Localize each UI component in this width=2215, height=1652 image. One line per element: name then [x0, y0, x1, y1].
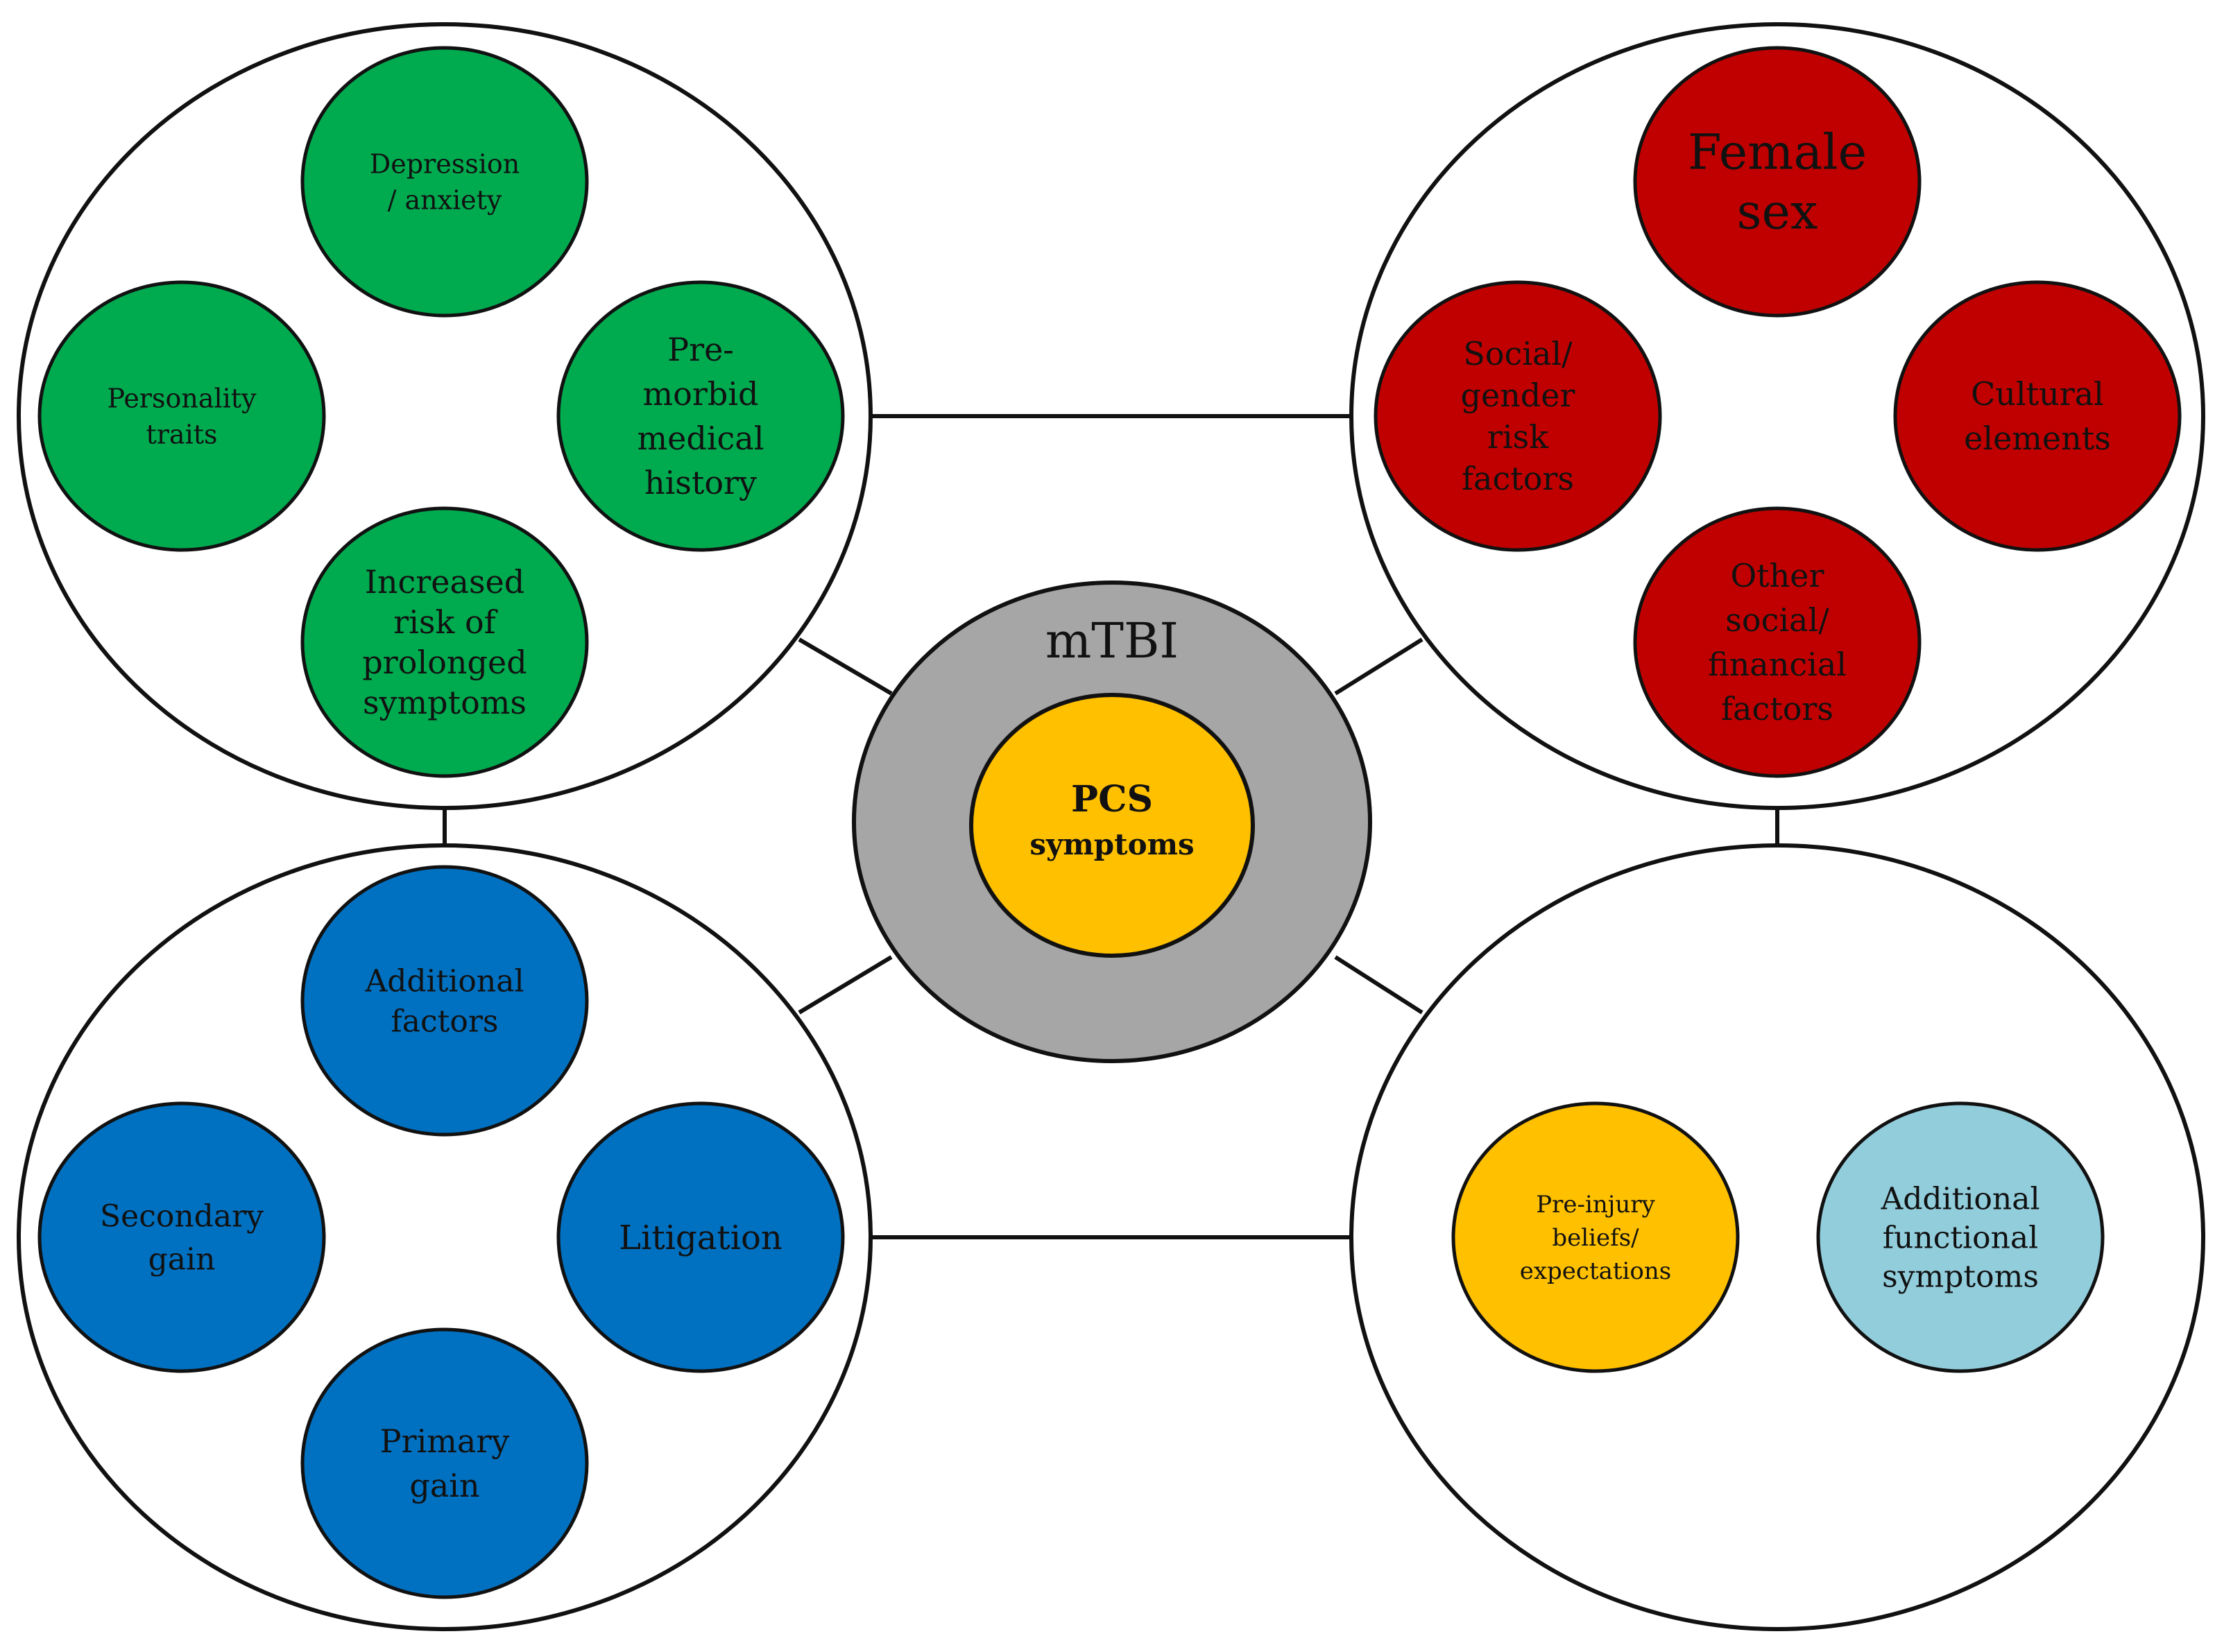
factor-label-line: Secondary — [100, 1198, 264, 1234]
factor-label-line: symptoms — [1882, 1259, 2039, 1294]
factor-primary-gain: Primary gain — [300, 1327, 589, 1599]
factor-label-line: Social/ — [1463, 335, 1573, 372]
factor-label-line: financial — [1708, 646, 1847, 683]
connector-lines — [443, 414, 1779, 1239]
mtbi-label: mTBI — [1045, 612, 1179, 669]
factor-label-line: beliefs/ — [1552, 1224, 1639, 1252]
group-containers — [17, 22, 2205, 1631]
factor-label-line: Additional — [1880, 1181, 2039, 1216]
factor-label-line: factors — [391, 1004, 499, 1039]
pcs-inner-circle — [969, 693, 1255, 958]
connector-tl-center — [798, 637, 893, 696]
factor-circle — [1893, 280, 2182, 552]
factor-additional-factors: Additional factors — [300, 865, 589, 1137]
factor-circle — [37, 1101, 326, 1373]
factor-label-line: Pre-injury — [1536, 1191, 1655, 1219]
group-top-right — [1349, 22, 2205, 810]
group-bottom-left — [17, 843, 873, 1631]
factor-circle — [1374, 280, 1662, 552]
factor-label-line: Additional — [364, 963, 524, 999]
factor-label-line: expectations — [1520, 1257, 1672, 1285]
factor-circle — [300, 46, 589, 318]
factor-circle — [300, 1327, 589, 1599]
factor-label-line: factors — [1462, 460, 1574, 497]
factor-label-line: factors — [1721, 690, 1833, 728]
factor-label-line: traits — [146, 419, 217, 449]
factor-label-line: medical — [638, 420, 764, 457]
factor-label-line: morbid — [643, 375, 759, 413]
factor-label-line: Pre- — [667, 331, 734, 368]
factor-label-line: symptoms — [363, 684, 527, 721]
factor-circle — [300, 865, 589, 1137]
group-bottom-right — [1349, 843, 2205, 1631]
factor-circle — [1816, 1101, 2105, 1373]
factor-other-social-financial: Other social/financial factors — [1633, 506, 1922, 778]
factor-pre-injury-beliefs: Pre-injury beliefs/expectations — [1451, 1101, 1740, 1373]
factor-premorbid-medical-history: Pre-morbid medical history — [556, 280, 845, 552]
factor-label-line: Increased — [365, 563, 524, 601]
connector-tr-center — [1334, 637, 1423, 696]
factor-label-line: risk of — [393, 603, 497, 641]
factor-additional-functional: Additional functional symptoms — [1816, 1101, 2105, 1373]
factor-label-line: Other — [1730, 557, 1824, 594]
factor-label-line: Litigation — [619, 1219, 782, 1257]
factor-circle — [556, 280, 845, 552]
factor-circle — [1633, 506, 1922, 778]
factor-cultural-elements: Cultural elements — [1893, 280, 2182, 552]
factor-circle — [37, 280, 326, 552]
factor-secondary-gain: Secondary gain — [37, 1101, 326, 1373]
factor-label-line: elements — [1964, 420, 2111, 457]
factor-circles: Depression/ anxietyPersonalitytraitsPre-… — [37, 46, 2182, 1599]
pcs-symptoms-label: symptoms — [1029, 827, 1194, 861]
factor-label-line: social/ — [1725, 601, 1829, 639]
factor-circle — [1633, 46, 1922, 318]
factor-circle — [300, 506, 589, 778]
factor-circle — [556, 1101, 845, 1373]
pcs-label: PCS — [1071, 778, 1153, 820]
connector-br-center — [1334, 955, 1423, 1015]
factor-label-line: history — [644, 464, 757, 501]
factor-label-line: risk — [1487, 418, 1549, 456]
factor-label-line: / anxiety — [388, 184, 502, 215]
group-top-left — [17, 22, 873, 810]
factor-label-line: prolonged — [362, 644, 527, 681]
factor-label-line: Primary — [380, 1422, 510, 1460]
factor-label-line: gain — [148, 1241, 216, 1277]
factor-label-line: gender — [1461, 377, 1575, 414]
factor-label-line: Cultural — [1971, 375, 2104, 413]
factor-personality-traits: Personality traits — [37, 280, 326, 552]
factor-label-line: functional — [1883, 1220, 2039, 1255]
factor-circle — [1451, 1101, 1740, 1373]
factor-depression-anxiety: Depression / anxiety — [300, 46, 589, 318]
factor-litigation: Litigation — [556, 1101, 845, 1373]
connector-bl-center — [798, 955, 893, 1015]
factor-label-line: Depression — [370, 148, 520, 179]
factor-label-line: Female — [1688, 124, 1867, 181]
factor-label-line: sex — [1737, 184, 1818, 241]
factor-social-gender-risk: Social/gender risk factors — [1374, 280, 1662, 552]
center-mtbi: mTBI PCS symptoms — [852, 580, 1372, 1063]
factor-label-line: gain — [409, 1467, 479, 1504]
factor-label-line: Personality — [107, 383, 257, 413]
